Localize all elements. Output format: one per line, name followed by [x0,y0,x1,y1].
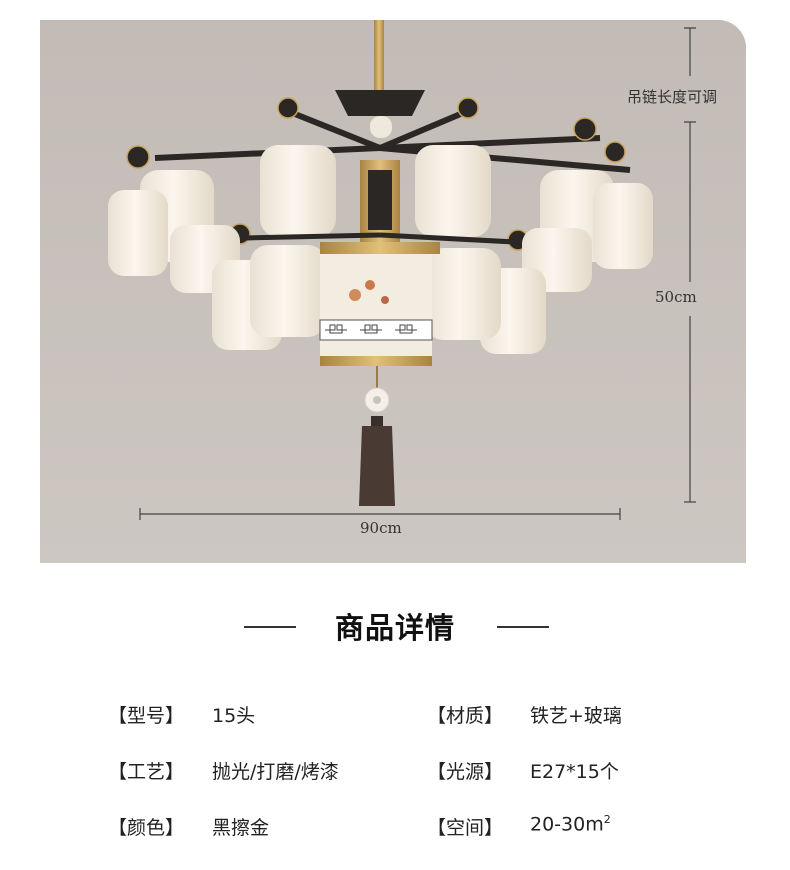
spec-value-craft: 抛光/打磨/烤漆 [212,761,339,783]
spec-key-color: 【颜色】 [108,817,185,839]
chandelier-illustration [40,20,746,563]
title-divider-left [244,626,296,628]
spec-key-model: 【型号】 [108,705,185,727]
chain [374,20,384,92]
spec-value-light-source: E27*15个 [530,761,619,783]
title-divider-right [497,626,549,628]
chain-length-note: 吊链长度可调 [627,88,718,106]
spec-value-model: 15头 [212,705,256,727]
height-dimension: 50cm [655,288,697,306]
spec-key-craft: 【工艺】 [108,761,185,783]
product-photo [40,20,746,563]
arm-ornaments [126,97,626,251]
space-unit-superscript: 2 [603,813,611,826]
section-title: 商品详情 [334,611,455,645]
spec-key-space: 【空间】 [427,817,504,839]
spec-value-space: 20-30m2 [530,813,611,835]
pendant-tassel [359,366,395,506]
width-dimension: 90cm [360,519,402,537]
dimension-lines [139,27,696,520]
spec-key-light-source: 【光源】 [427,761,504,783]
spec-key-material: 【材质】 [427,705,504,727]
lamp-shades-middle [170,225,592,354]
space-value-text: 20-30m [530,813,604,836]
spec-value-color: 黑擦金 [212,817,270,839]
spec-value-material: 铁艺+玻璃 [530,705,622,727]
canopy [335,90,425,116]
center-drum [319,242,440,366]
